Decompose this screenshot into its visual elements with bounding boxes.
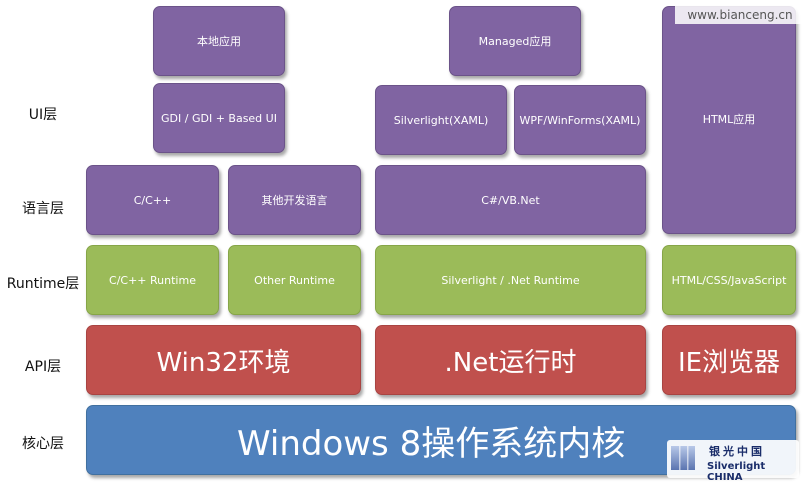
box-c-cpp: C/C++ [86,165,219,235]
box-c-cpp-runtime: C/C++ Runtime [86,245,219,315]
box-other-language: 其他开发语言 [228,165,361,235]
watermark-text: www.bianceng.cn [675,6,805,24]
box-gdi: GDI / GDI + Based UI [153,83,285,153]
box-html-app: HTML应用 [662,6,796,234]
box-silverlight-xaml: Silverlight(XAML) [375,85,507,155]
box-native-app: 本地应用 [153,6,285,76]
logo-en-text: Silverlight CHINA [707,461,766,483]
box-other-runtime: Other Runtime [228,245,361,315]
logo-cn-text: 银光中国 [709,445,765,458]
box-ie-browser: IE浏览器 [662,325,796,395]
logo-mark-icon [671,446,695,470]
box-silverlight-runtime: Silverlight / .Net Runtime [375,245,646,315]
layer-label-core: 核心层 [22,436,64,452]
box-managed-app: Managed应用 [449,6,581,76]
box-wpf-winforms: WPF/WinForms(XAML) [514,85,646,155]
box-csharp-vb: C#/VB.Net [375,165,646,235]
box-win32: Win32环境 [86,325,361,395]
layer-label-api: API层 [24,359,62,375]
box-dotnet-runtime: .Net运行时 [375,325,646,395]
silverlight-china-logo: 银光中国 Silverlight CHINA [667,440,799,483]
layer-label-runtime: Runtime层 [6,276,80,292]
box-html-css-js: HTML/CSS/JavaScript [662,245,796,315]
layer-label-ui: UI层 [28,107,58,123]
layer-label-language: 语言层 [22,201,64,217]
